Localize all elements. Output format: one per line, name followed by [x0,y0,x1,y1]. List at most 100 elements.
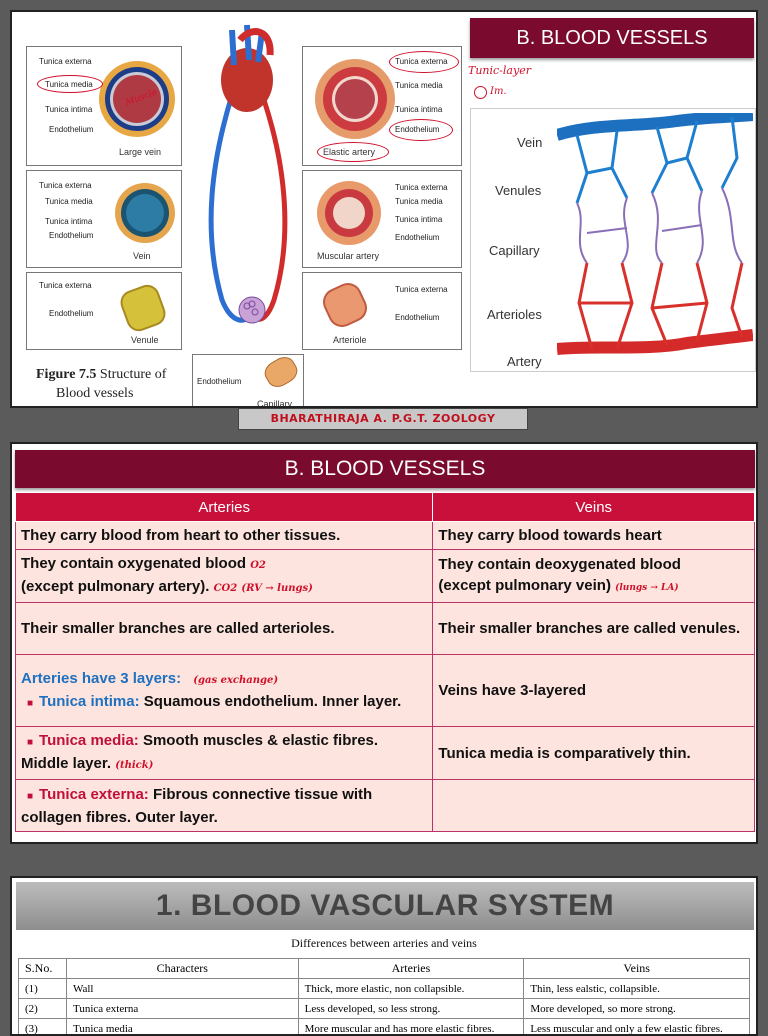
cell-arteries-oxygen: They contain oxygenated blood O2 (except… [16,550,433,603]
caption-muscular-artery: Muscular artery [317,251,379,261]
header-characters: Characters [66,959,298,979]
red-ellipse-annotation [389,119,453,141]
table-row: ■Tunica media: Smooth muscles & elastic … [16,727,755,780]
term-tunica-intima: Tunica intima: [39,693,140,710]
arteries-layers-heading: Arteries have 3 layers: (gas exchange) [21,668,427,691]
cell-venules: Their smaller branches are called venule… [433,603,755,655]
caption-vein: Vein [133,251,151,261]
cell-veins-3-layered: Veins have 3-layered [433,655,755,727]
table-row: ■Tunica externa: Fibrous connective tiss… [16,780,755,832]
header-veins: Veins [524,959,750,979]
label-tunica-externa: Tunica externa [395,285,448,294]
header-arteries: Arteries [298,959,524,979]
panel-muscular-artery: Tunica externa Tunica media Tunica intim… [302,170,462,268]
cell-arteries-carry: They carry blood from heart to other tis… [16,522,433,550]
table-row: They contain oxygenated blood O2 (except… [16,550,755,603]
label-tunica-media: Tunica media [395,197,443,206]
red-ellipse-annotation [389,51,459,73]
table-header-row: Arteries Veins [16,493,755,522]
label-tunica-intima: Tunica intima [395,105,442,114]
text-line: (except pulmonary vein) [438,577,611,594]
term-tunica-media: Tunica media: [39,732,139,749]
cell-veins-carry: They carry blood towards heart [433,522,755,550]
table-row: (3) Tunica media More muscular and has m… [19,1019,750,1036]
label-tunica-intima: Tunica intima [45,217,92,226]
header-veins: Veins [433,493,755,522]
slide-blood-vascular-system: 1. BLOOD VASCULAR SYSTEM Differences bet… [10,876,758,1036]
annotation-co2: CO2 [214,583,238,594]
bullet-tunica-intima: ■Tunica intima: Squamous endothelium. In… [21,691,427,714]
table-row: Their smaller branches are called arteri… [16,603,755,655]
label-vein: Vein [517,135,542,150]
cell: Tunica externa [66,999,298,1019]
panel-venule: Tunica externa Endothelium Venule [26,272,182,350]
annotation-lungs-la: (lungs → LA) [615,583,679,593]
cell-tunica-media-thin: Tunica media is comparatively thin. [433,727,755,780]
caption-venule: Venule [131,335,159,345]
capillary-bed-diagram: Vein Venules Capillary Arterioles Artery [470,108,756,372]
cell-tunica-intima: Arteries have 3 layers: (gas exchange) ■… [16,655,433,727]
red-ellipse-annotation [317,142,389,162]
label-tunica-externa: Tunica externa [395,183,448,192]
cell: Thin, less ealstic, collapsible. [524,979,750,999]
annotation-thick: (thick) [115,760,153,771]
credit-banner: BHARATHIRAJA A. P.G.T. ZOOLOGY [238,408,528,430]
slide2-banner: B. BLOOD VESSELS [15,450,755,488]
text-line: They contain oxygenated blood [21,555,246,572]
label-tunica-media: Tunica media [45,197,93,206]
star-circle-annotation [474,86,487,99]
cell: Less muscular and only a few elastic fib… [524,1019,750,1036]
text-line: (except pulmonary artery). [21,578,209,595]
cell-empty [433,780,755,832]
cell: Less developed, so less strong. [298,999,524,1019]
label-arterioles: Arterioles [487,307,542,322]
term-tunica-externa: Tunica externa: [39,786,149,803]
cell-tunica-media: ■Tunica media: Smooth muscles & elastic … [16,727,433,780]
text-line: They contain deoxygenated blood [438,556,681,573]
label-tunica-externa: Tunica externa [39,57,92,66]
differences-table: S.No. Characters Arteries Veins (1) Wall… [18,958,750,1036]
label-venules: Venules [495,183,541,198]
caption-arteriole: Arteriole [333,335,367,345]
label-endothelium: Endothelium [49,125,93,134]
bullet-icon: ■ [27,698,33,709]
label-artery: Artery [507,354,542,369]
table-row: They carry blood from heart to other tis… [16,522,755,550]
red-ellipse-annotation [37,75,103,93]
label-capillary: Capillary [489,243,540,258]
label-tunica-externa: Tunica externa [39,281,92,290]
figure-structure-of-blood-vessels: Tunica externa Tunica media Tunica intim… [24,20,474,404]
panel-arteriole: Tunica externa Endothelium Arteriole [302,272,462,350]
capillary-network-illustration [557,113,753,367]
label-tunica-media: Tunica media [395,81,443,90]
cell: (3) [19,1019,67,1036]
table-header-row: S.No. Characters Arteries Veins [19,959,750,979]
annotation-o2: O2 [250,560,266,571]
panel-elastic-artery: Tunica externa Tunica media Tunica intim… [302,46,462,166]
label-endothelium: Endothelium [395,233,439,242]
label-tunica-intima: Tunica intima [45,105,92,114]
label-tunica-externa: Tunica externa [39,181,92,190]
annotation-rv-lungs: (RV → lungs) [241,583,312,594]
panel-capillary: Endothelium Capillary [192,354,304,408]
comparison-table: Arteries Veins They carry blood from hea… [15,492,755,832]
figure-caption-line1: Structure of [100,367,166,382]
slide3-subtitle: Differences between arteries and veins [12,936,756,951]
cell-tunica-externa: ■Tunica externa: Fibrous connective tiss… [16,780,433,832]
table-row: Arteries have 3 layers: (gas exchange) ■… [16,655,755,727]
label-endothelium: Endothelium [49,309,93,318]
figure-caption: Figure 7.5 Structure of Blood vessels [36,365,166,403]
slide-structure-of-blood-vessels: Tunica externa Tunica media Tunica intim… [10,10,758,408]
panel-vein: Tunica externa Tunica media Tunica intim… [26,170,182,268]
heading-text: Arteries have 3 layers: [21,670,181,687]
cell-arterioles: Their smaller branches are called arteri… [16,603,433,655]
annotation-gas-exchange: (gas exchange) [193,675,278,686]
slide3-title: 1. BLOOD VASCULAR SYSTEM [16,882,754,930]
cell: Wall [66,979,298,999]
label-tunica-intima: Tunica intima [395,215,442,224]
cell: More developed, so more strong. [524,999,750,1019]
bullet-icon: ■ [27,791,33,802]
figure-number: Figure 7.5 [36,367,96,382]
cell: (2) [19,999,67,1019]
cell: (1) [19,979,67,999]
